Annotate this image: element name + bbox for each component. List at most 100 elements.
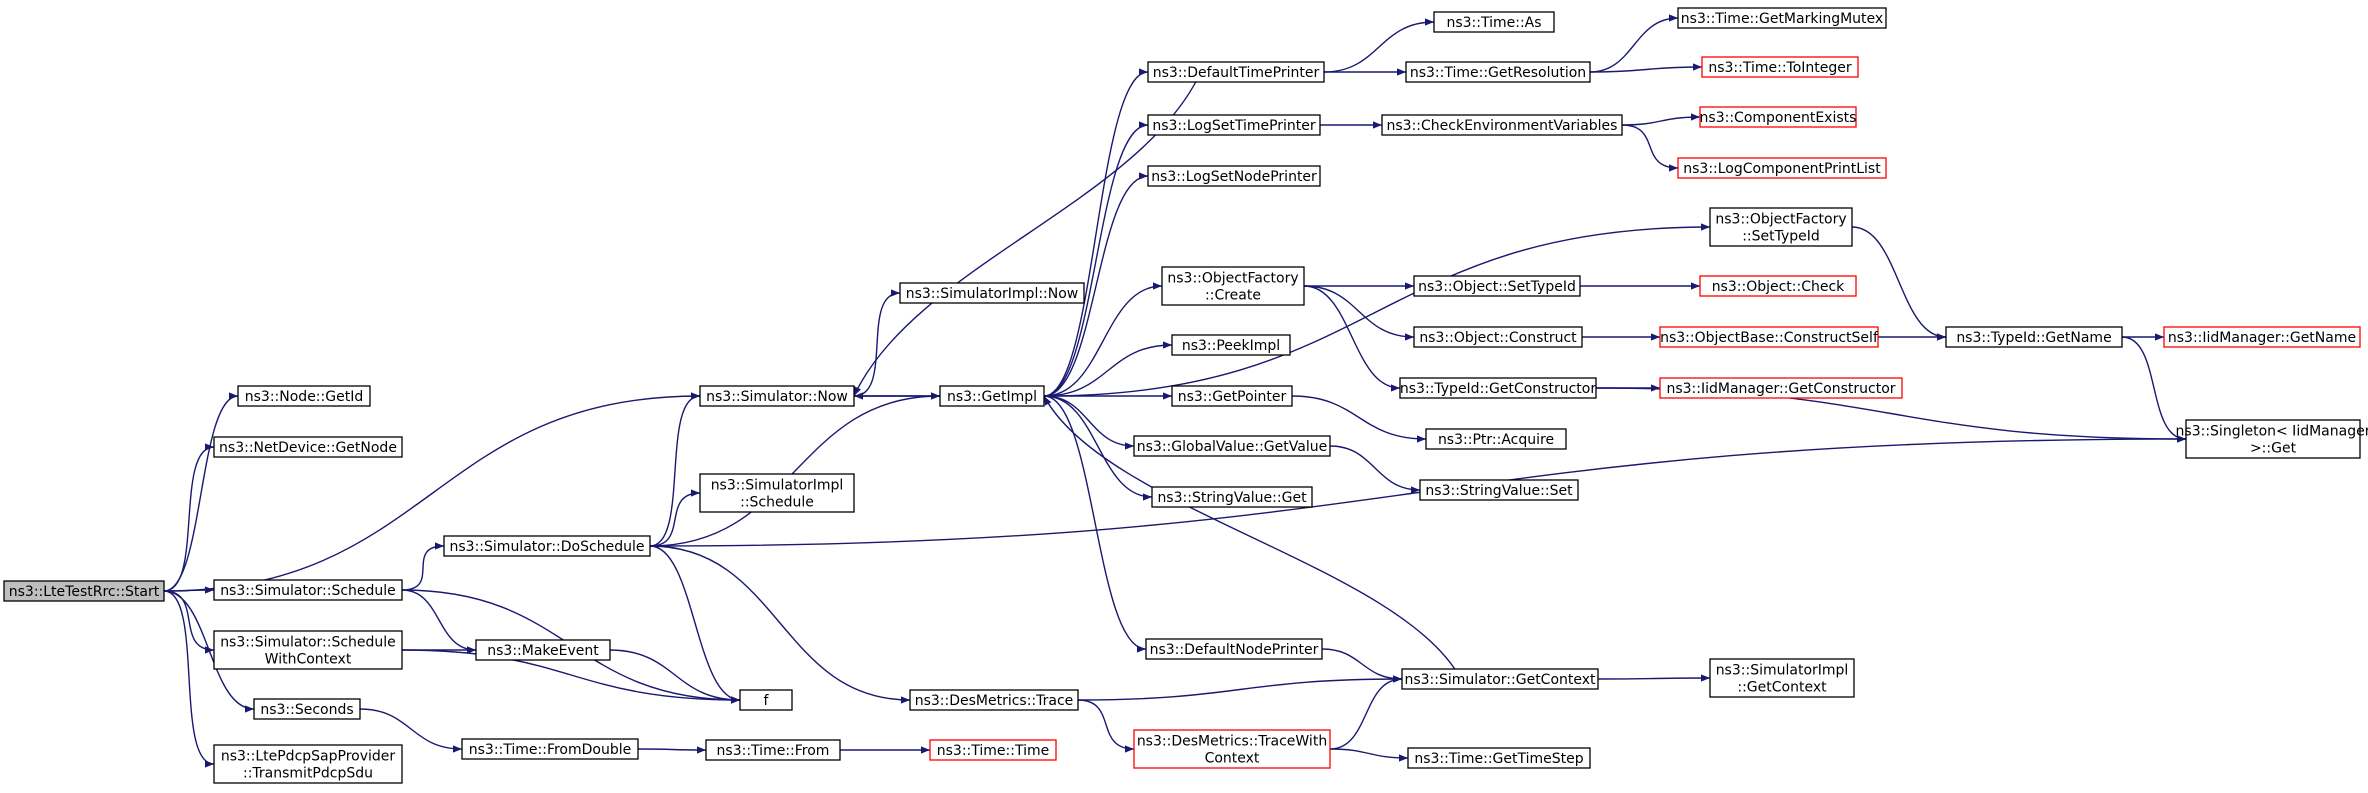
edge-arrow — [1043, 395, 1147, 653]
node-time_from[interactable]: ns3::Time::From — [705, 739, 841, 761]
node-time_getres[interactable]: ns3::Time::GetResolution — [1405, 61, 1591, 83]
node-label: ns3::LtePdcpSapProvider — [221, 749, 396, 765]
edge-defaulttimeprinter-to-time_as — [1323, 18, 1435, 73]
node-getpointer[interactable]: ns3::GetPointer — [1171, 385, 1293, 407]
node-logsettimeprinter[interactable]: ns3::LogSetTimePrinter — [1147, 114, 1321, 136]
edge-arrow — [401, 589, 477, 654]
edge-makeevent-to-f — [609, 649, 741, 704]
node-logsetnodeprinter[interactable]: ns3::LogSetNodePrinter — [1147, 165, 1321, 187]
node-singleton_get[interactable]: ns3::Singleton< IidManager>::Get — [2176, 419, 2368, 459]
node-ltepdcp[interactable]: ns3::LtePdcpSapProvider::TransmitPdcpSdu — [213, 744, 403, 784]
node-sim_schedule[interactable]: ns3::Simulator::Schedule — [213, 579, 403, 601]
edge-arrow — [1621, 124, 1679, 172]
node-defaulttimeprinter[interactable]: ns3::DefaultTimePrinter — [1147, 61, 1325, 83]
node-label: ns3::SimulatorImpl — [711, 478, 844, 494]
node-ptr_acquire[interactable]: ns3::Ptr::Acquire — [1425, 428, 1567, 450]
edge-getimpl-to-defaultnodeprinter — [1043, 395, 1147, 653]
node-label: ns3::TypeId::GetName — [1956, 330, 2111, 346]
node-simimpl_now[interactable]: ns3::SimulatorImpl::Now — [899, 282, 1085, 304]
edge-arrow — [1597, 674, 1711, 682]
node-iidmgr_getname[interactable]: ns3::IidManager::GetName — [2163, 326, 2361, 348]
node-netdev_getnode[interactable]: ns3::NetDevice::GetNode — [213, 436, 403, 458]
node-label: ns3::Singleton< IidManager — [2176, 424, 2368, 440]
node-makeevent[interactable]: ns3::MakeEvent — [475, 639, 611, 661]
node-f[interactable]: f — [739, 689, 793, 711]
node-peekimpl[interactable]: ns3::PeekImpl — [1171, 334, 1291, 356]
node-componentexists[interactable]: ns3::ComponentExists — [1699, 106, 1857, 128]
node-box — [1413, 275, 1581, 297]
edge-arrow — [649, 392, 941, 547]
node-box — [475, 639, 611, 661]
node-time_fromdouble[interactable]: ns3::Time::FromDouble — [461, 738, 639, 760]
node-label: ns3::Time::GetMarkingMutex — [1681, 11, 1883, 27]
node-lte_start[interactable]: ns3::LteTestRrc::Start — [3, 580, 165, 602]
edge-arrow — [853, 289, 901, 397]
node-getimpl[interactable]: ns3::GetImpl — [939, 385, 1045, 407]
node-sim_doschedule[interactable]: ns3::Simulator::DoSchedule — [443, 535, 651, 557]
edge-arrow — [1043, 223, 1711, 397]
node-label: ns3::Time::Time — [937, 743, 1049, 759]
node-label: ns3::Ptr::Acquire — [1438, 432, 1554, 448]
node-typeid_getname[interactable]: ns3::TypeId::GetName — [1945, 326, 2123, 348]
node-label: ns3::Simulator::DoSchedule — [450, 539, 645, 555]
edge-sim_schedule-to-makeevent — [401, 589, 477, 654]
node-time_gettimestep[interactable]: ns3::Time::GetTimeStep — [1407, 747, 1591, 769]
edge-arrow — [1043, 121, 1149, 397]
node-iidmgr_getconstructor[interactable]: ns3::IidManager::GetConstructor — [1659, 377, 1903, 399]
node-label: ns3::GetPointer — [1178, 389, 1287, 405]
edge-sim_doschedule-to-simimpl_schedule — [649, 489, 701, 547]
edge-arrow — [401, 649, 741, 704]
node-node_getid[interactable]: ns3::Node::GetId — [237, 385, 371, 407]
node-objectbase_constructself[interactable]: ns3::ObjectBase::ConstructSelf — [1659, 326, 1879, 348]
node-time_time[interactable]: ns3::Time::Time — [929, 739, 1057, 761]
edge-arrow — [163, 392, 239, 592]
node-box — [899, 282, 1085, 304]
edge-arrow — [649, 392, 701, 547]
node-object_check[interactable]: ns3::Object::Check — [1699, 275, 1857, 297]
node-label: ns3::LogSetTimePrinter — [1152, 118, 1316, 134]
node-time_as[interactable]: ns3::Time::As — [1433, 11, 1555, 33]
edge-arrow — [609, 649, 741, 704]
node-box — [1405, 61, 1591, 83]
node-object_settypeid[interactable]: ns3::Object::SetTypeId — [1413, 275, 1581, 297]
edge-arrow — [649, 545, 911, 704]
edge-getimpl-to-objfactory_create — [1043, 282, 1163, 397]
edge-getimpl-to-objfactory_settypeid — [1043, 223, 1711, 397]
edge-arrow — [1329, 675, 1403, 750]
node-label: ns3::Time::As — [1446, 15, 1541, 31]
node-box — [1709, 658, 1855, 698]
node-time_getmarkingmutex[interactable]: ns3::Time::GetMarkingMutex — [1677, 7, 1887, 29]
node-object_construct[interactable]: ns3::Object::Construct — [1413, 326, 1583, 348]
node-sim_getcontext[interactable]: ns3::Simulator::GetContext — [1401, 668, 1599, 690]
node-sim_now[interactable]: ns3::Simulator::Now — [699, 385, 855, 407]
node-objfactory_create[interactable]: ns3::ObjectFactory::Create — [1161, 266, 1305, 306]
node-label: ns3::Time::GetTimeStep — [1414, 751, 1583, 767]
node-label: ns3::SimulatorImpl::Now — [906, 286, 1079, 302]
node-checkenv[interactable]: ns3::CheckEnvironmentVariables — [1381, 114, 1623, 136]
node-simimpl_schedule[interactable]: ns3::SimulatorImpl::Schedule — [699, 473, 855, 513]
node-desmetrics_trace[interactable]: ns3::DesMetrics::Trace — [909, 689, 1079, 711]
node-box — [1133, 435, 1331, 457]
node-box — [1171, 334, 1291, 356]
node-objfactory_settypeid[interactable]: ns3::ObjectFactory::SetTypeId — [1709, 207, 1853, 247]
node-defaultnodeprinter[interactable]: ns3::DefaultNodePrinter — [1145, 638, 1323, 660]
node-time_tointeger[interactable]: ns3::Time::ToInteger — [1701, 56, 1859, 78]
node-simimpl_getcontext[interactable]: ns3::SimulatorImpl::GetContext — [1709, 658, 1855, 698]
node-logcomponentprintlist[interactable]: ns3::LogComponentPrintList — [1677, 157, 1887, 179]
node-globalvalue_getvalue[interactable]: ns3::GlobalValue::GetValue — [1133, 435, 1331, 457]
edge-seconds-to-time_fromdouble — [359, 708, 463, 753]
node-label: ns3::Time::FromDouble — [469, 742, 632, 758]
node-typeid_getconstructor[interactable]: ns3::TypeId::GetConstructor — [1399, 377, 1597, 399]
edge-desmetrics_tracewith-to-sim_getcontext — [1329, 675, 1403, 750]
edge-getpointer-to-ptr_acquire — [1291, 395, 1427, 443]
edge-objfactory_create-to-object_construct — [1303, 285, 1415, 341]
node-seconds[interactable]: ns3::Seconds — [253, 698, 361, 720]
node-box — [1709, 207, 1853, 247]
node-label: ns3::ObjectBase::ConstructSelf — [1660, 330, 1879, 346]
node-stringvalue_get[interactable]: ns3::StringValue::Get — [1151, 486, 1313, 508]
node-stringvalue_set[interactable]: ns3::StringValue::Set — [1419, 479, 1579, 501]
node-box — [213, 630, 403, 670]
edge-desmetrics_tracewith-to-time_gettimestep — [1329, 748, 1409, 762]
